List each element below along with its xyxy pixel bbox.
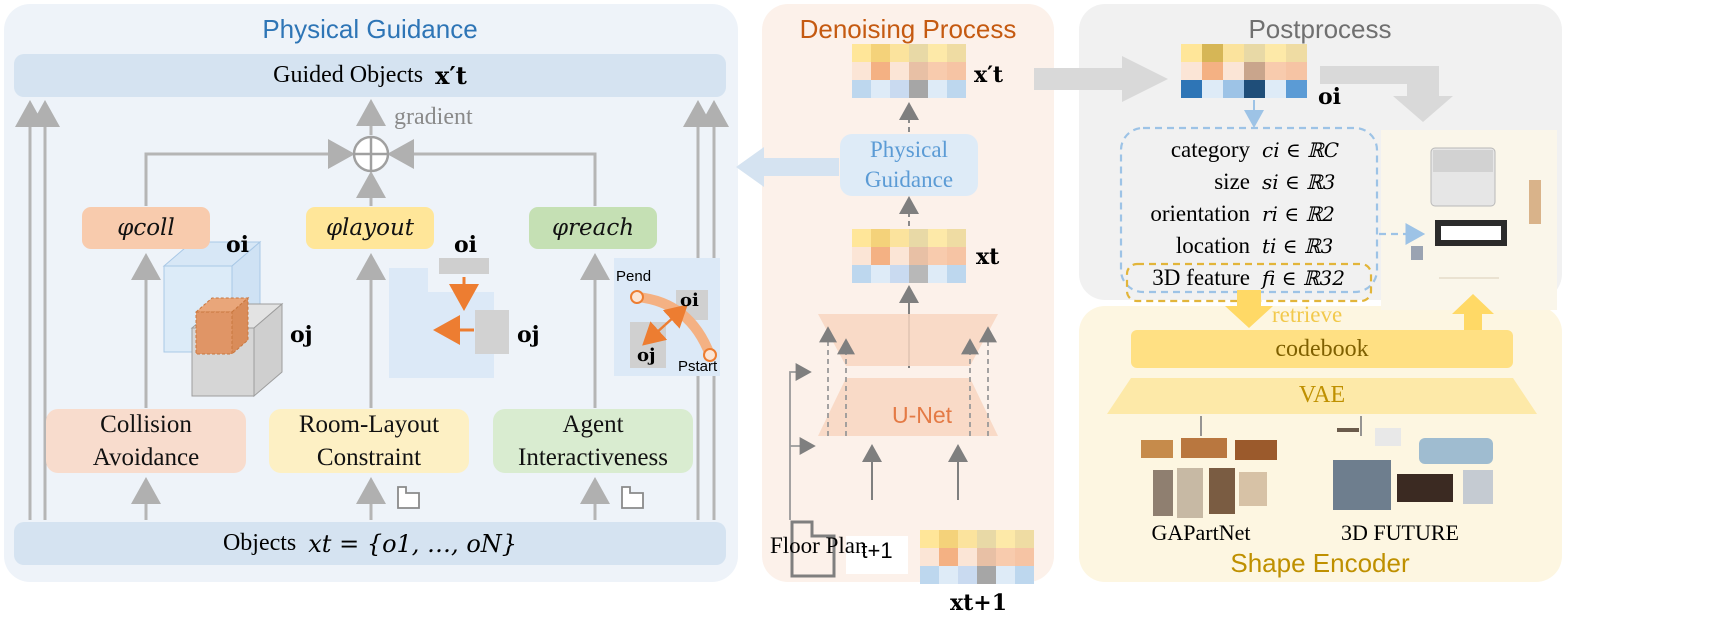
unet-shape <box>818 314 998 366</box>
vae-label: VAE <box>1298 382 1346 408</box>
matrix-xt-prime <box>852 44 966 98</box>
room-layout-constraint-box: Room-Layout Constraint <box>269 409 469 473</box>
collision-avoidance-box: Collision Avoidance <box>46 409 246 473</box>
attribute-row: size si ∈ ℝ3 <box>1214 169 1336 194</box>
unet-label: U-Net <box>891 402 953 428</box>
gapartnet-label: GAPartNet <box>1151 520 1251 545</box>
gapartnet-objects <box>1141 438 1277 518</box>
layout-oi-label: oi <box>454 232 478 258</box>
denoising-process-title: Denoising Process <box>799 14 1017 44</box>
p-end-label: Pend <box>616 268 652 285</box>
xt-plus-1-label: xt+1 <box>950 590 1008 616</box>
attribute-row: 3D feature fi ∈ ℝ32 <box>1152 265 1345 290</box>
physical-guidance-connectors <box>14 99 729 520</box>
denoising-diagram <box>789 44 1034 584</box>
gradient-label: gradient <box>394 104 473 130</box>
collision-oi-label: oi <box>226 232 250 258</box>
room-layout-illustration <box>389 258 509 378</box>
matrix-xt-plus-1 <box>920 530 1034 584</box>
objects-math: xt = {o1, …, oN} <box>308 529 518 558</box>
floor-plan-label: Floor Plan <box>770 533 867 558</box>
postprocess-diagram <box>1119 44 1557 310</box>
agent-reach-illustration <box>614 258 720 376</box>
attribute-row: category ci ∈ ℝC <box>1170 137 1340 162</box>
xt-label: xt <box>976 244 1000 270</box>
guided-objects-math: x′t <box>435 61 467 90</box>
phi-collision: φcoll <box>82 207 210 249</box>
3d-future-objects <box>1333 428 1493 510</box>
matrix-oi <box>1181 44 1307 98</box>
guided-objects-bar: Guided Objects x′t <box>14 54 726 97</box>
t-plus-1-label: t+1 <box>861 538 893 563</box>
agent-interactiveness-box: Agent Interactiveness <box>493 409 693 473</box>
physical-guidance-node: Physical Guidance <box>864 137 954 192</box>
xt-prime-label: x′t <box>974 62 1004 88</box>
postprocess-title: Postprocess <box>1248 14 1392 44</box>
collision-cubes-illustration <box>162 240 284 398</box>
guidance-return-arrow <box>736 147 839 187</box>
collision-oj-label: oj <box>290 322 313 348</box>
to-postprocess-arrow <box>1034 56 1168 102</box>
3d-future-label: 3D FUTURE <box>1341 520 1459 545</box>
matrix-xt <box>852 229 966 283</box>
shape-encoder-diagram <box>1107 290 1537 518</box>
attribute-list: category ci ∈ ℝC size si ∈ ℝ3 orientatio… <box>1124 134 1374 294</box>
physical-guidance-title: Physical Guidance <box>262 14 478 44</box>
shape-encoder-title: Shape Encoder <box>1230 548 1410 578</box>
retrieve-label: retrieve <box>1272 302 1343 327</box>
p-start-label: Pstart <box>678 358 718 375</box>
objects-bar: Objects xt = {o1, …, oN} <box>14 522 726 565</box>
agent-oi-label: oi <box>680 290 699 311</box>
attribute-row: location ti ∈ ℝ3 <box>1175 233 1334 258</box>
guided-objects-label: Guided Objects <box>273 62 424 88</box>
agent-oj-label: oj <box>637 345 656 366</box>
phi-layout: φlayout <box>306 207 434 249</box>
codebook-label: codebook <box>1275 336 1369 362</box>
postprocess-oi-label: oi <box>1318 84 1342 110</box>
attribute-row: orientation ri ∈ ℝ2 <box>1150 201 1335 226</box>
phi-reach: φreach <box>529 207 657 249</box>
objects-label: Objects <box>222 530 297 556</box>
layout-oj-label: oj <box>517 322 540 348</box>
